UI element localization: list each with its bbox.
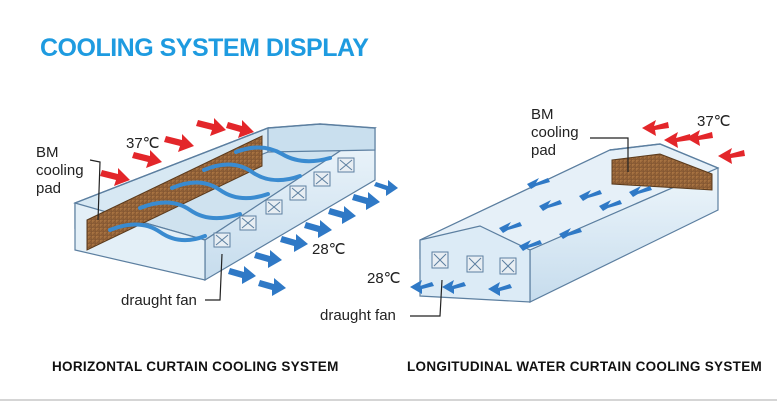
interior-airflow-right (499, 178, 652, 251)
cool-arrow (304, 220, 332, 238)
hot-air-arrows-left (100, 118, 254, 186)
fan-left-1 (213, 232, 231, 248)
cool-arrow (328, 206, 356, 224)
cool-arrow (374, 180, 398, 196)
hot-arrow (196, 118, 226, 136)
hot-arrow (664, 132, 691, 148)
hot-arrow (226, 120, 254, 138)
cool-arrow (442, 280, 466, 294)
pad-label-line: cooling (36, 162, 84, 179)
cool-arrow (579, 190, 602, 201)
fan-right-2 (466, 255, 484, 273)
cool-arrow (352, 192, 380, 210)
fan-left-6 (337, 157, 355, 173)
cool-arrow (559, 228, 582, 239)
fan-label-right: draught fan (320, 307, 396, 324)
cool-arrow (629, 186, 652, 197)
page-title: COOLING SYSTEM DISPLAY (40, 34, 369, 62)
cool-arrow (228, 266, 256, 284)
cool-arrow (527, 178, 550, 189)
cool-arrow (410, 280, 434, 294)
cool-arrow (519, 240, 542, 251)
draught-fans-right (431, 251, 517, 275)
caption-right: LONGITUDINAL WATER CURTAIN COOLING SYSTE… (407, 359, 763, 374)
fan-left-3 (265, 199, 283, 215)
leader-lines-right (410, 137, 629, 317)
hot-arrow (642, 120, 669, 136)
bottom-divider (0, 399, 777, 401)
hot-arrow (686, 130, 713, 146)
fan-right-1 (431, 251, 449, 269)
cool-arrow (488, 282, 512, 296)
cool-air-arrows-left (228, 180, 398, 296)
pad-label-right: BM cooling pad (531, 106, 579, 160)
leader-lines-left (89, 159, 223, 301)
temp-in-left: 37℃ (126, 135, 160, 152)
fan-left-5 (313, 171, 331, 187)
cool-arrow (258, 278, 286, 296)
pad-label-line: pad (36, 180, 62, 197)
fan-label-left: draught fan (121, 292, 197, 309)
cool-arrow (599, 200, 622, 211)
fan-left-4 (289, 185, 307, 201)
hot-arrow (164, 134, 194, 152)
cool-arrow (499, 222, 522, 233)
fan-right-3 (499, 257, 517, 275)
temp-out-right: 28℃ (367, 270, 401, 287)
draught-fans-left (213, 157, 355, 248)
pad-label-line: BM (36, 144, 59, 161)
hot-air-arrows-right (642, 120, 745, 164)
pad-label-line: pad (531, 142, 557, 159)
pad-label-line: BM (531, 106, 554, 123)
hot-arrow (132, 150, 162, 168)
pad-label-left: BM cooling pad (36, 144, 84, 198)
interior-airflow-left (108, 145, 332, 243)
cool-air-arrows-right (410, 280, 512, 296)
cool-arrow (539, 200, 562, 211)
temp-in-right: 37℃ (697, 113, 731, 130)
fan-left-2 (239, 215, 257, 231)
pad-label-line: cooling (531, 124, 579, 141)
temp-out-left: 28℃ (312, 241, 346, 258)
hot-arrow (718, 148, 745, 164)
cooling-pad-right (611, 153, 713, 191)
hot-arrow (100, 168, 130, 186)
cool-arrow (280, 234, 308, 252)
cool-arrow (254, 250, 282, 268)
caption-left: HORIZONTAL CURTAIN COOLING SYSTEM (52, 359, 339, 374)
